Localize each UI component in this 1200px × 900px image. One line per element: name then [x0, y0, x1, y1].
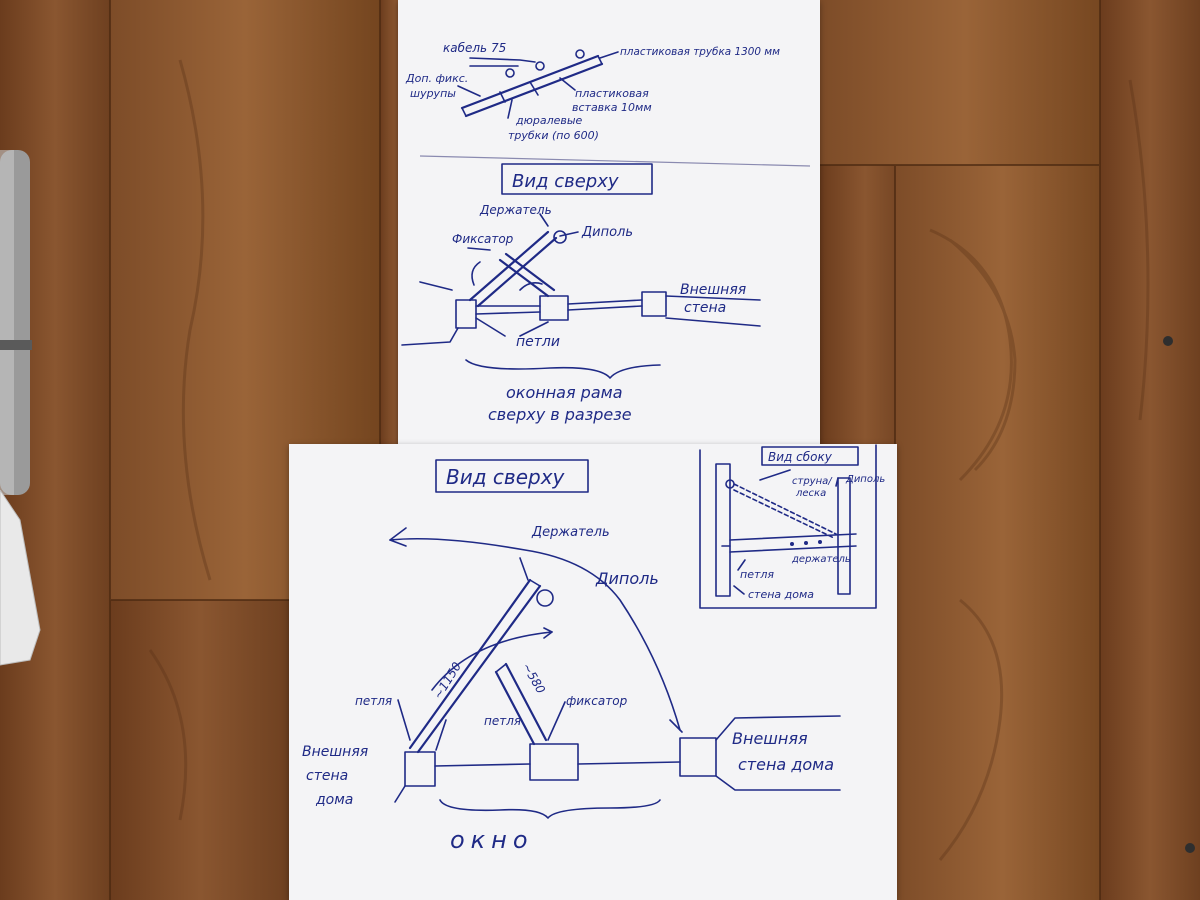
top-dipole-label: Диполь — [581, 225, 633, 240]
insert-label-2: вставка 10мм — [572, 101, 652, 114]
bottom-holder-label: Держатель — [531, 525, 610, 540]
string-label-1: струна/ — [792, 476, 833, 487]
bottom-dipole-label: Диполь — [595, 569, 659, 588]
left-wall-label-1: Внешняя — [302, 744, 368, 760]
window-frame-label-1: оконная рама — [506, 383, 623, 402]
white-wrapper — [0, 490, 41, 666]
duralumin-label-2: трубки (по 600) — [508, 129, 599, 142]
marker-pen — [0, 150, 32, 495]
window-frame-label-2: сверху в разрезе — [488, 405, 632, 424]
side-view-title: Вид сбоку — [768, 450, 833, 464]
bottom-view-title-box — [435, 459, 589, 493]
extra-fix-label-1: Доп. фикс. — [405, 72, 468, 85]
bottom-hinge-left-label: петля — [355, 694, 392, 708]
bottom-hinge-mid-label: петля — [484, 714, 521, 728]
left-wall-label-3: дома — [315, 792, 353, 808]
window-label: окно — [450, 826, 534, 854]
side-view-inset — [699, 444, 877, 609]
side-hinge-label: петля — [740, 568, 774, 581]
bottom-paper-sheet — [289, 444, 897, 900]
left-wall-label-2: стена — [306, 768, 348, 784]
top-holder-label: Держатель — [479, 203, 552, 217]
plastic-tube-label: пластиковая трубка 1300 мм — [620, 45, 780, 58]
bottom-fixator-label: фиксатор — [566, 694, 628, 708]
bottom-view-title: Вид сверху — [446, 465, 566, 489]
top-view-diagram — [401, 213, 761, 379]
extra-fix-label-2: шурупы — [410, 87, 456, 100]
top-outer-wall-label-2: стена — [684, 300, 726, 316]
side-holder-label: держатель — [791, 554, 851, 565]
side-dipole-label: Диполь — [845, 474, 885, 485]
top-outer-wall-label-1: Внешняя — [680, 282, 746, 298]
length-short: ~580 — [519, 661, 548, 697]
insert-label-1: пластиковая — [575, 87, 649, 100]
top-fixator-label: Фиксатор — [452, 232, 514, 246]
top-paper-sheet — [398, 0, 820, 450]
top-view-title: Вид сверху — [512, 171, 619, 192]
cable-label: кабель 75 — [443, 41, 506, 55]
right-wall-label-2: стена дома — [738, 755, 834, 774]
string-label-2: леска — [795, 488, 826, 499]
bottom-view-diagram — [389, 527, 841, 819]
mount-sketch — [419, 49, 811, 167]
top-view-title-box — [501, 163, 653, 195]
duralumin-label-1: дюралевые — [515, 114, 583, 127]
side-wall-label: стена дома — [748, 588, 814, 601]
top-hinges-label: петли — [516, 334, 560, 350]
right-wall-label-1: Внешняя — [732, 729, 808, 748]
